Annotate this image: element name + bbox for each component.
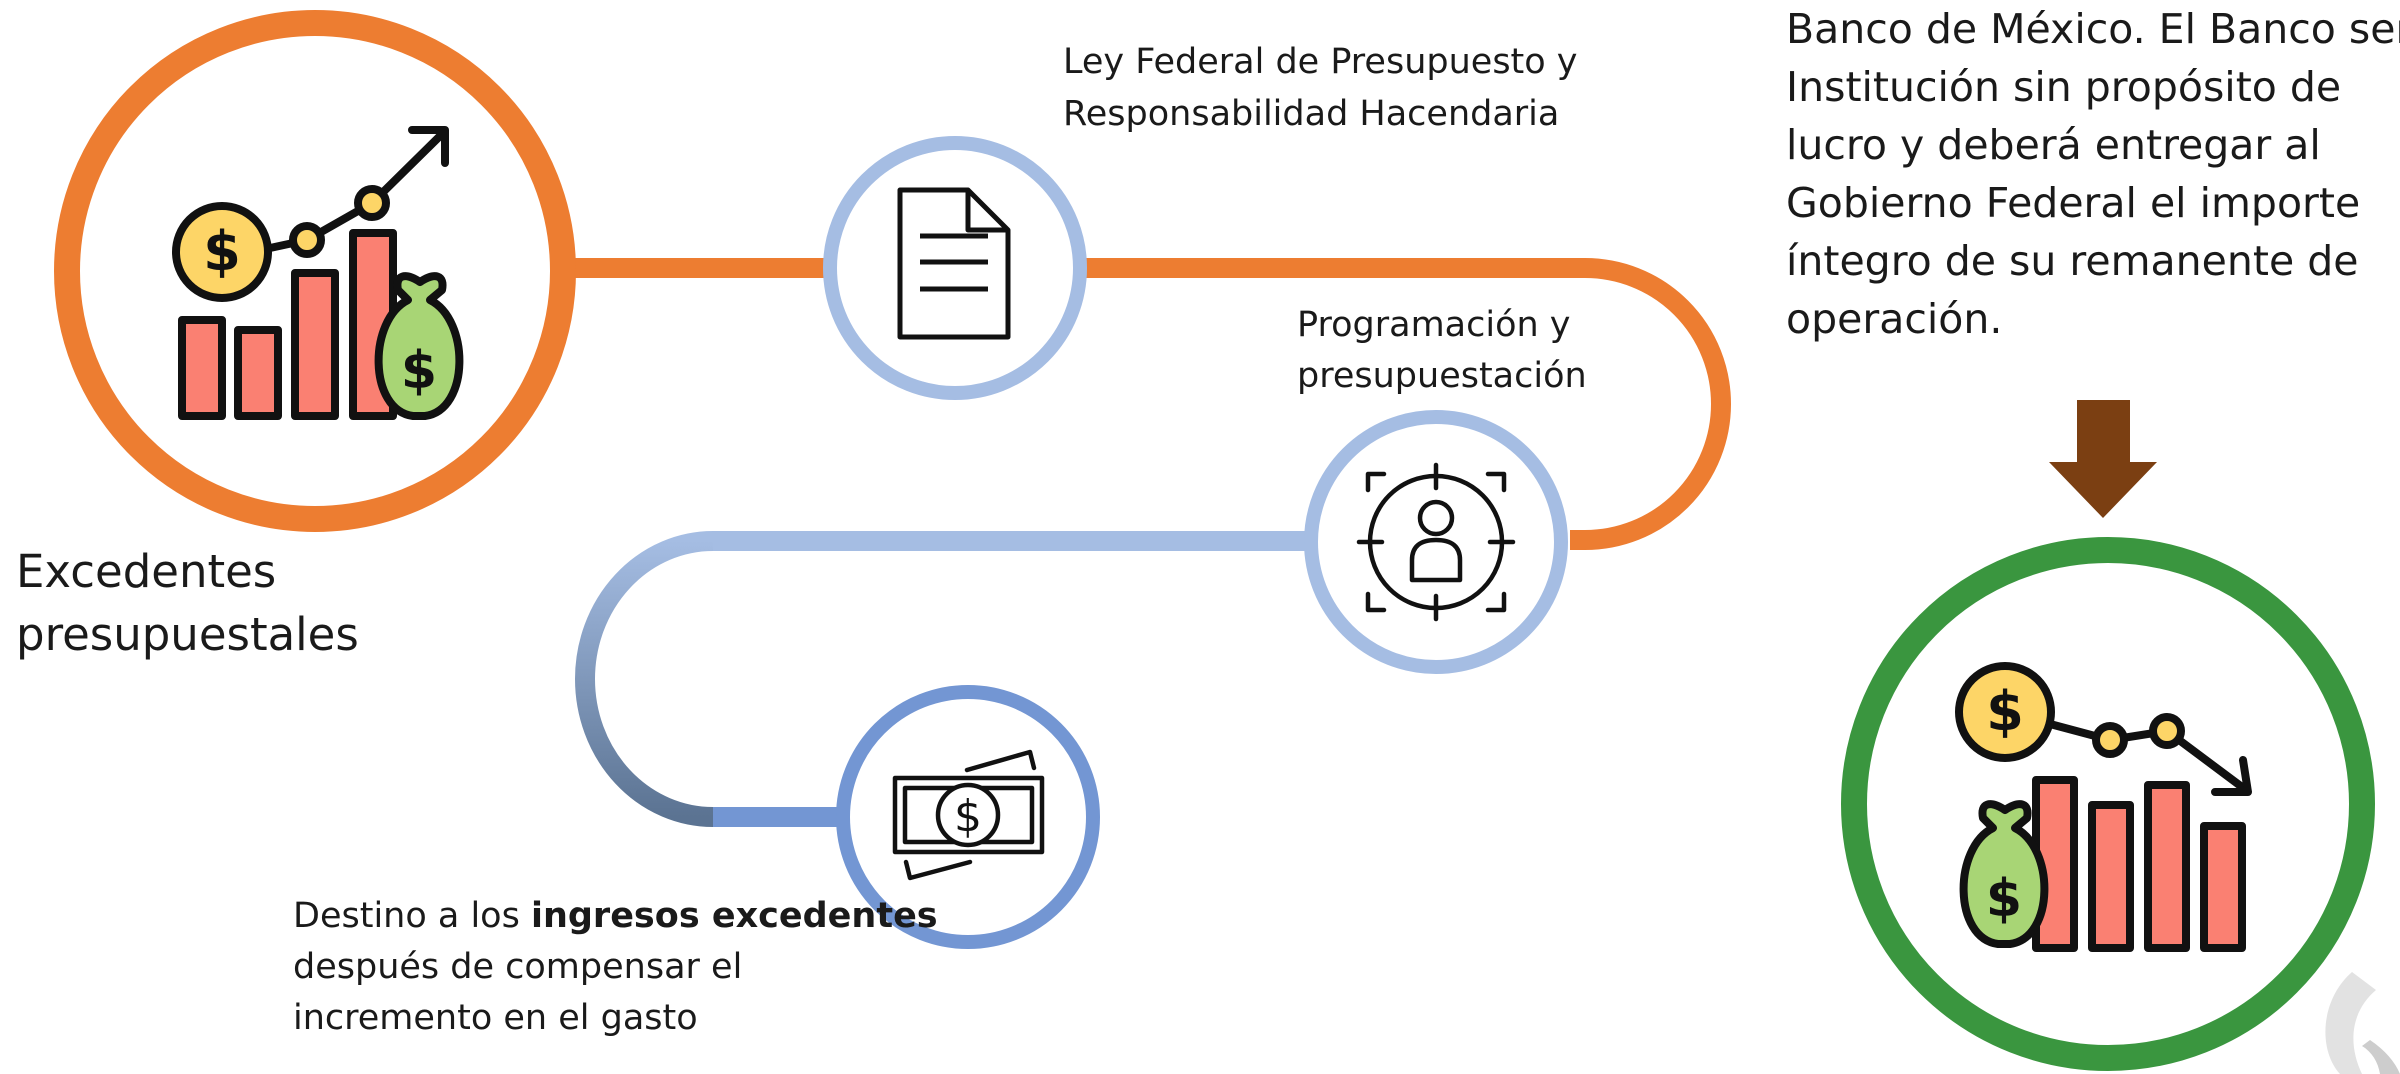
banxico-note-line-4: Gobierno Federal el importe bbox=[1786, 179, 2361, 227]
connector-loop-curve bbox=[575, 531, 714, 827]
programacion-label: Programación y presupuestación bbox=[1297, 300, 1697, 402]
programacion-label-line-1: Programación y bbox=[1297, 305, 1571, 345]
destino-label: Destino a los ingresos excedentes despué… bbox=[293, 891, 953, 1044]
start-node: $ $ bbox=[54, 10, 576, 532]
svg-text:$: $ bbox=[401, 341, 437, 401]
banxico-note-line-3: lucro y deberá entregar al bbox=[1786, 121, 2321, 169]
banxico-note-line-5: íntegro de su remanente de bbox=[1786, 237, 2359, 285]
banxico-note-line-1: Banco de México. El Banco será bbox=[1786, 5, 2400, 53]
destino-node: $ bbox=[836, 685, 1100, 949]
start-label: Excedentes presupuestales bbox=[16, 540, 536, 666]
destino-label-prefix: Destino a los bbox=[293, 896, 531, 936]
corner-logo-mark-shade bbox=[2362, 1040, 2400, 1074]
target-person-icon bbox=[1356, 462, 1516, 622]
svg-text:$: $ bbox=[203, 220, 241, 283]
banxico-note-line-6: operación. bbox=[1786, 295, 2003, 343]
svg-text:$: $ bbox=[954, 791, 982, 842]
connector-ley-to-programacion bbox=[1085, 258, 1731, 550]
down-arrow-icon bbox=[2049, 400, 2157, 518]
connector-lines bbox=[575, 258, 1843, 827]
destino-label-emphasis: ingresos excedentes bbox=[530, 896, 938, 936]
banknote-icon: $ bbox=[892, 749, 1045, 881]
ley-node bbox=[823, 136, 1087, 400]
ley-label: Ley Federal de Presupuesto y Responsabil… bbox=[1063, 36, 1623, 140]
start-label-line-2: presupuestales bbox=[16, 608, 359, 661]
svg-text:$: $ bbox=[1986, 869, 2022, 929]
start-label-line-1: Excedentes bbox=[16, 545, 277, 598]
svg-text:$: $ bbox=[1986, 680, 2024, 743]
ley-label-line-1: Ley Federal de Presupuesto y bbox=[1063, 42, 1578, 82]
ley-label-line-2: Responsabilidad Hacendaria bbox=[1063, 94, 1560, 134]
banxico-note-line-2: Institución sin propósito de bbox=[1786, 63, 2342, 111]
destino-label-line-1: Destino a los ingresos excedentes bbox=[293, 891, 953, 942]
destino-label-line-3: incremento en el gasto bbox=[293, 998, 698, 1038]
destino-label-line-2: después de compensar el bbox=[293, 947, 743, 987]
banxico-note: Banco de México. El Banco será Instituci… bbox=[1786, 0, 2400, 348]
programacion-node bbox=[1304, 410, 1568, 674]
falling-chart-money-icon: $ $ bbox=[1955, 662, 2252, 952]
end-node: $ $ bbox=[1841, 537, 2375, 1071]
corner-logo-mark bbox=[2325, 972, 2376, 1074]
rising-chart-money-icon: $ $ bbox=[172, 126, 464, 420]
document-icon bbox=[897, 187, 1011, 340]
programacion-label-line-2: presupuestación bbox=[1297, 356, 1587, 396]
